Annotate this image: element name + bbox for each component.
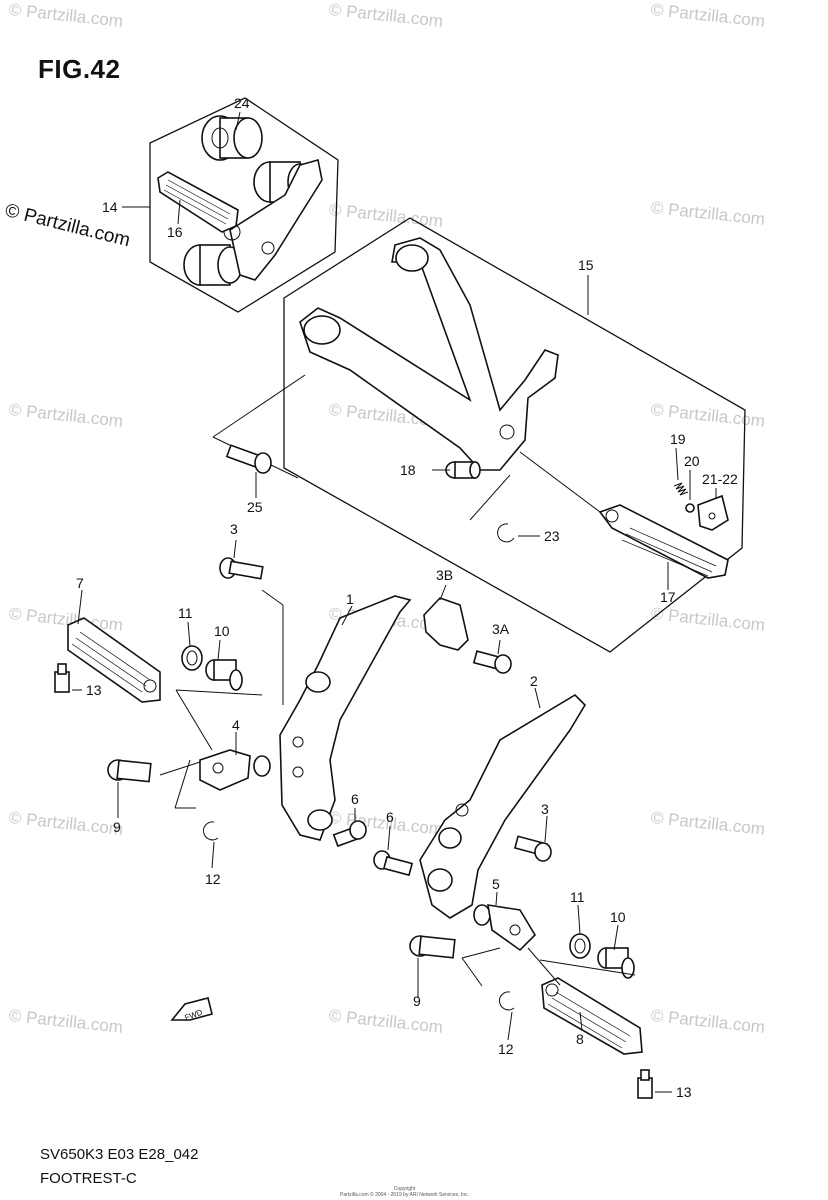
bolt-3-upper (219, 557, 264, 580)
collar-10-left (205, 659, 243, 691)
label-24: 24 (234, 95, 250, 111)
label-11-left: 11 (178, 605, 193, 621)
assembly-box-14 (149, 97, 339, 313)
label-7: 7 (76, 575, 84, 591)
ball-20 (685, 503, 695, 513)
footpeg-8 (541, 977, 643, 1055)
bolt-13-right (637, 1069, 653, 1099)
rear-bracket-14 (229, 158, 323, 281)
label-5: 5 (492, 876, 500, 892)
diagram-code: SV650K3 E03 E28_042 (40, 1146, 199, 1163)
label-2: 2 (530, 673, 538, 689)
footpeg-7 (67, 617, 161, 703)
label-15: 15 (578, 257, 594, 273)
e-clip-12-left (203, 821, 219, 841)
diagram-name: FOOTREST-C (40, 1170, 137, 1187)
label-3-upper: 3 (230, 521, 238, 537)
fwd-arrow-icon: FWD (170, 997, 213, 1022)
label-20: 20 (684, 453, 700, 469)
label-18: 18 (400, 462, 416, 478)
label-10-right: 10 (610, 909, 626, 925)
label-6-a: 6 (351, 791, 359, 807)
label-9-right: 9 (413, 993, 421, 1009)
figure-title: FIG.42 (38, 54, 121, 84)
label-21-22: 21-22 (702, 471, 738, 487)
assembly-box-15 (283, 217, 746, 653)
pivot-4 (199, 749, 271, 791)
label-12-right: 12 (498, 1041, 514, 1057)
roller-24 (201, 115, 263, 161)
label-19: 19 (670, 431, 686, 447)
cover-3B (423, 597, 469, 651)
front-bracket-2 (419, 693, 587, 919)
bolt-6-b (373, 850, 414, 877)
e-clip-23 (497, 523, 515, 543)
footpeg-17 (598, 504, 729, 579)
bolt-3A (472, 650, 512, 674)
label-11-right: 11 (570, 889, 585, 905)
label-13-left: 13 (86, 682, 102, 698)
pivot-5 (473, 904, 537, 952)
label-6-b: 6 (386, 809, 394, 825)
label-14: 14 (102, 199, 118, 215)
label-1: 1 (346, 591, 354, 607)
bolt-25 (225, 444, 272, 474)
spring-19 (673, 482, 689, 496)
pin-9-right (409, 935, 456, 959)
front-bracket-1 (279, 595, 412, 841)
label-4: 4 (232, 717, 240, 733)
label-10-left: 10 (214, 623, 230, 639)
bolt-3-lower (513, 835, 552, 862)
footpeg-16 (157, 171, 239, 233)
e-clip-12-right (499, 991, 515, 1011)
label-3A: 3A (492, 621, 510, 637)
copyright-notice: Copyright Partzilla.com © 2004 - 2019 by… (340, 1186, 469, 1198)
label-25: 25 (247, 499, 263, 515)
label-16: 16 (167, 224, 183, 240)
bolt-13-left (54, 663, 70, 693)
spring-11-left (181, 645, 203, 671)
label-17: 17 (660, 589, 676, 605)
spring-11-right (569, 933, 591, 959)
label-3B: 3B (436, 567, 453, 583)
pin-18 (445, 461, 481, 479)
bolt-6-a (332, 820, 367, 848)
label-12-left: 12 (205, 871, 221, 887)
label-8: 8 (576, 1031, 584, 1047)
label-9-left: 9 (113, 819, 121, 835)
copyright-line-2: Partzilla.com © 2004 - 2019 by ARI Netwo… (340, 1192, 470, 1198)
label-23: 23 (544, 528, 560, 544)
label-3-lower: 3 (541, 801, 549, 817)
label-13-right: 13 (676, 1084, 692, 1100)
leader-lines (72, 111, 717, 1093)
copyright-line-1: Copyright (393, 1186, 416, 1192)
callout-labels: 24 14 16 15 19 20 21-22 18 25 23 3 3B 17… (76, 95, 738, 1100)
rear-bracket-15 (299, 237, 559, 471)
pin-9-left (107, 759, 152, 783)
roller-lower (183, 244, 243, 286)
